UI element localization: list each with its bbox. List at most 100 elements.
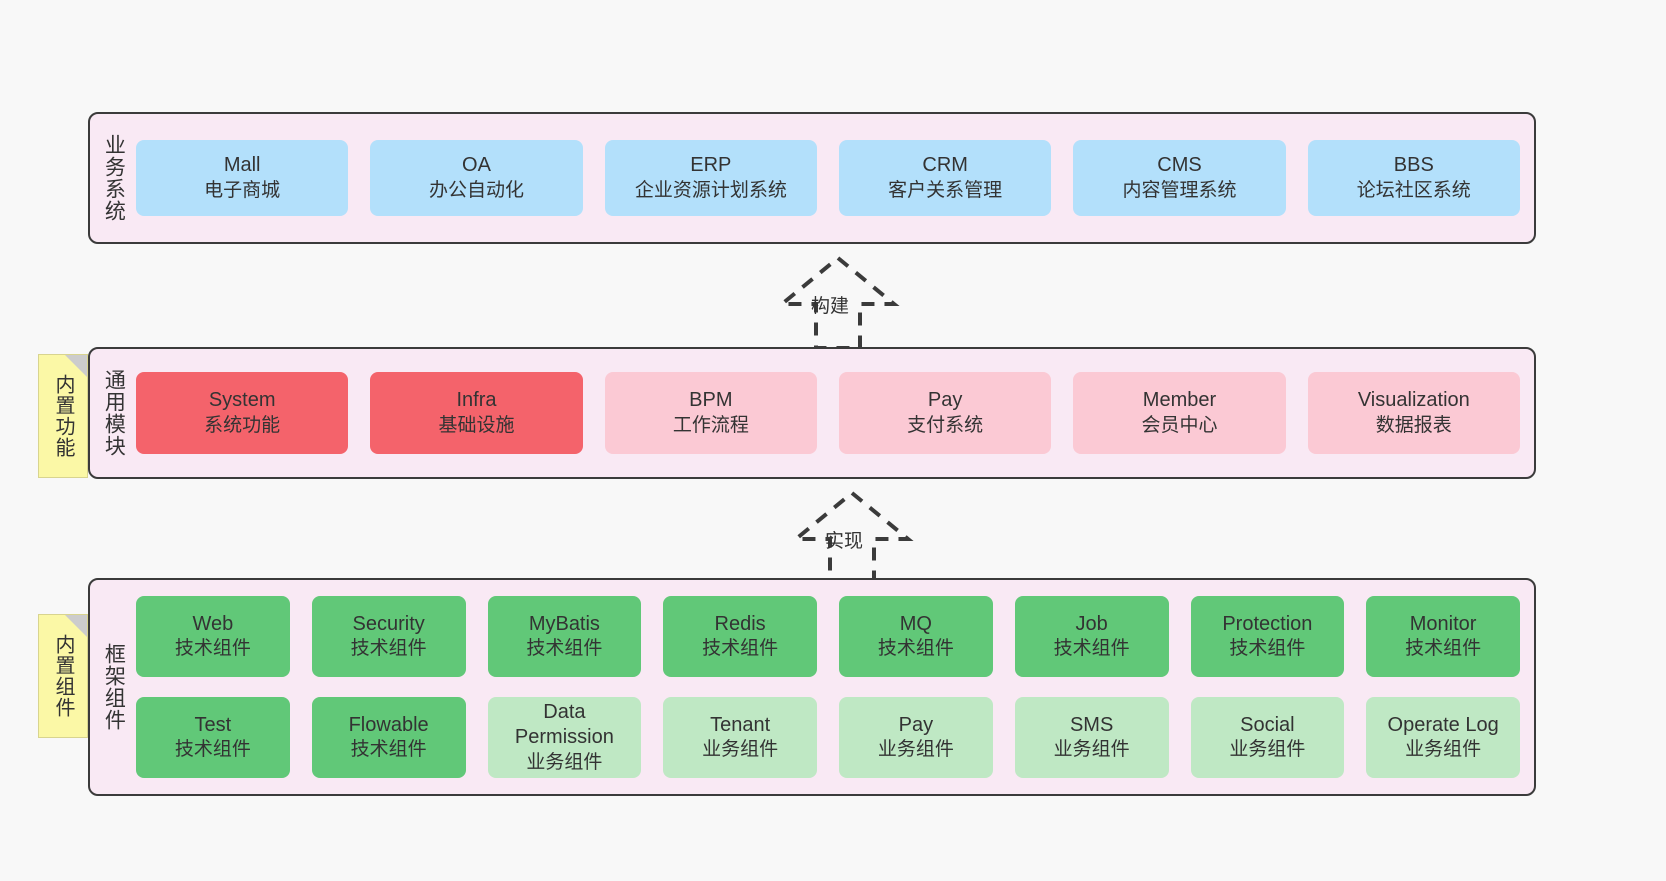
card-title: Mall xyxy=(223,154,261,177)
note-label: 内置组件 xyxy=(52,634,74,718)
card-redis[interactable]: Redis 技术组件 xyxy=(663,596,817,677)
connector-label: 实现 xyxy=(825,531,864,552)
card-subtitle: 技术组件 xyxy=(1229,638,1306,660)
card-subtitle: 技术组件 xyxy=(350,739,427,761)
card-title: BPM xyxy=(689,389,733,412)
card-subtitle: 业务组件 xyxy=(526,751,603,773)
card-subtitle: 业务组件 xyxy=(702,739,779,761)
dashed-hollow-arrow-up-icon xyxy=(790,490,914,585)
card-flowable[interactable]: Flowable 技术组件 xyxy=(311,697,466,778)
card-title: Social xyxy=(1240,713,1295,736)
card-cms[interactable]: CMS 内容管理系统 xyxy=(1073,140,1286,216)
card-subtitle: 业务组件 xyxy=(1229,739,1306,761)
card-tenant[interactable]: Tenant 业务组件 xyxy=(663,697,817,778)
card-subtitle: 业务组件 xyxy=(1405,739,1482,761)
card-title: Redis xyxy=(714,612,766,635)
layer-title-business-systems: 业务系统 xyxy=(102,134,126,222)
folded-corner-icon xyxy=(65,355,87,377)
note-label: 内置功能 xyxy=(52,374,74,458)
card-subtitle: 内容管理系统 xyxy=(1122,179,1237,201)
card-title: Data Permission xyxy=(514,700,614,749)
card-title: Pay xyxy=(927,389,963,412)
card-title: CMS xyxy=(1157,154,1202,177)
layer-title-common-modules: 通用模块 xyxy=(102,369,126,457)
card-title: Pay xyxy=(898,713,934,736)
card-subtitle: 技术组件 xyxy=(1053,638,1130,660)
card-subtitle: 技术组件 xyxy=(174,638,251,660)
card-subtitle: 工作流程 xyxy=(672,414,749,436)
card-title: MyBatis xyxy=(528,612,600,635)
card-pay[interactable]: Pay 支付系统 xyxy=(838,372,1052,454)
card-title: Protection xyxy=(1222,612,1313,635)
card-job[interactable]: Job 技术组件 xyxy=(1014,596,1169,677)
card-pay-component[interactable]: Pay 业务组件 xyxy=(839,697,993,778)
card-title: Tenant xyxy=(710,713,771,736)
layer-business-systems: 业务系统 Mall 电子商城 OA 办公自动化 ERP 企业资源计划系统 CRM… xyxy=(88,112,1536,244)
card-bpm[interactable]: BPM 工作流程 xyxy=(604,372,817,454)
card-subtitle: 技术组件 xyxy=(877,638,954,660)
card-bbs[interactable]: BBS 论坛社区系统 xyxy=(1307,140,1520,216)
layer-common-modules: 通用模块 System 系统功能 Infra 基础设施 BPM 工作流程 Pay… xyxy=(88,347,1536,479)
card-protection[interactable]: Protection 技术组件 xyxy=(1190,596,1345,677)
card-web[interactable]: Web 技术组件 xyxy=(136,596,290,677)
card-mq[interactable]: MQ 技术组件 xyxy=(839,596,993,677)
card-subtitle: 系统功能 xyxy=(204,414,281,436)
card-sms[interactable]: SMS 业务组件 xyxy=(1014,697,1169,778)
card-row: Mall 电子商城 OA 办公自动化 ERP 企业资源计划系统 CRM 客户关系… xyxy=(136,140,1520,216)
card-title: OA xyxy=(462,154,491,177)
connector-build: 构建 xyxy=(748,252,928,350)
card-title: BBS xyxy=(1393,154,1434,177)
card-subtitle: 技术组件 xyxy=(526,638,603,660)
card-title: SMS xyxy=(1069,713,1114,736)
layer-body-framework-components: Web 技术组件 Security 技术组件 MyBatis 技术组件 Redi… xyxy=(136,580,1534,794)
card-subtitle: 电子商城 xyxy=(204,179,281,201)
note-builtin-features: 内置功能 xyxy=(38,354,88,478)
card-title: Security xyxy=(352,612,425,635)
card-title: Infra xyxy=(456,389,497,412)
card-title: Member xyxy=(1142,389,1217,412)
card-crm[interactable]: CRM 客户关系管理 xyxy=(838,140,1052,216)
card-row: Web 技术组件 Security 技术组件 MyBatis 技术组件 Redi… xyxy=(136,596,1520,677)
card-social[interactable]: Social 业务组件 xyxy=(1190,697,1345,778)
layer-body-business-systems: Mall 电子商城 OA 办公自动化 ERP 企业资源计划系统 CRM 客户关系… xyxy=(136,114,1534,242)
card-title: Visualization xyxy=(1357,389,1470,412)
card-subtitle: 办公自动化 xyxy=(428,179,524,201)
card-operate-log[interactable]: Operate Log 业务组件 xyxy=(1366,697,1520,778)
layer-framework-components: 框架组件 Web 技术组件 Security 技术组件 MyBatis 技术组件… xyxy=(88,578,1536,796)
layer-title-framework-components: 框架组件 xyxy=(102,643,126,731)
card-subtitle: 基础设施 xyxy=(438,414,515,436)
card-test[interactable]: Test 技术组件 xyxy=(136,697,290,778)
card-oa[interactable]: OA 办公自动化 xyxy=(370,140,583,216)
card-title: Flowable xyxy=(348,713,429,736)
folded-corner-icon xyxy=(65,615,87,637)
card-erp[interactable]: ERP 企业资源计划系统 xyxy=(604,140,817,216)
card-title: MQ xyxy=(899,612,932,635)
card-title: System xyxy=(208,389,276,412)
dashed-hollow-arrow-up-icon xyxy=(776,255,900,350)
card-member[interactable]: Member 会员中心 xyxy=(1073,372,1286,454)
card-subtitle: 企业资源计划系统 xyxy=(634,179,787,201)
connector-label: 构建 xyxy=(811,296,850,317)
card-subtitle: 业务组件 xyxy=(877,739,954,761)
card-data-permission[interactable]: Data Permission 业务组件 xyxy=(487,697,642,778)
card-row: Test 技术组件 Flowable 技术组件 Data Permission … xyxy=(136,697,1520,778)
layer-body-common-modules: System 系统功能 Infra 基础设施 BPM 工作流程 Pay 支付系统… xyxy=(136,349,1534,477)
card-subtitle: 论坛社区系统 xyxy=(1356,179,1471,201)
card-system[interactable]: System 系统功能 xyxy=(136,372,349,454)
card-title: Monitor xyxy=(1409,612,1477,635)
card-subtitle: 技术组件 xyxy=(350,638,427,660)
card-mybatis[interactable]: MyBatis 技术组件 xyxy=(487,596,642,677)
card-title: Operate Log xyxy=(1387,713,1499,736)
card-security[interactable]: Security 技术组件 xyxy=(311,596,466,677)
card-title: CRM xyxy=(922,154,968,177)
card-subtitle: 技术组件 xyxy=(702,638,779,660)
card-title: ERP xyxy=(690,154,732,177)
card-infra[interactable]: Infra 基础设施 xyxy=(370,372,583,454)
card-subtitle: 客户关系管理 xyxy=(888,179,1003,201)
card-subtitle: 技术组件 xyxy=(174,739,251,761)
card-visualization[interactable]: Visualization 数据报表 xyxy=(1307,372,1520,454)
note-builtin-components: 内置组件 xyxy=(38,614,88,738)
card-mall[interactable]: Mall 电子商城 xyxy=(136,140,349,216)
card-monitor[interactable]: Monitor 技术组件 xyxy=(1366,596,1520,677)
